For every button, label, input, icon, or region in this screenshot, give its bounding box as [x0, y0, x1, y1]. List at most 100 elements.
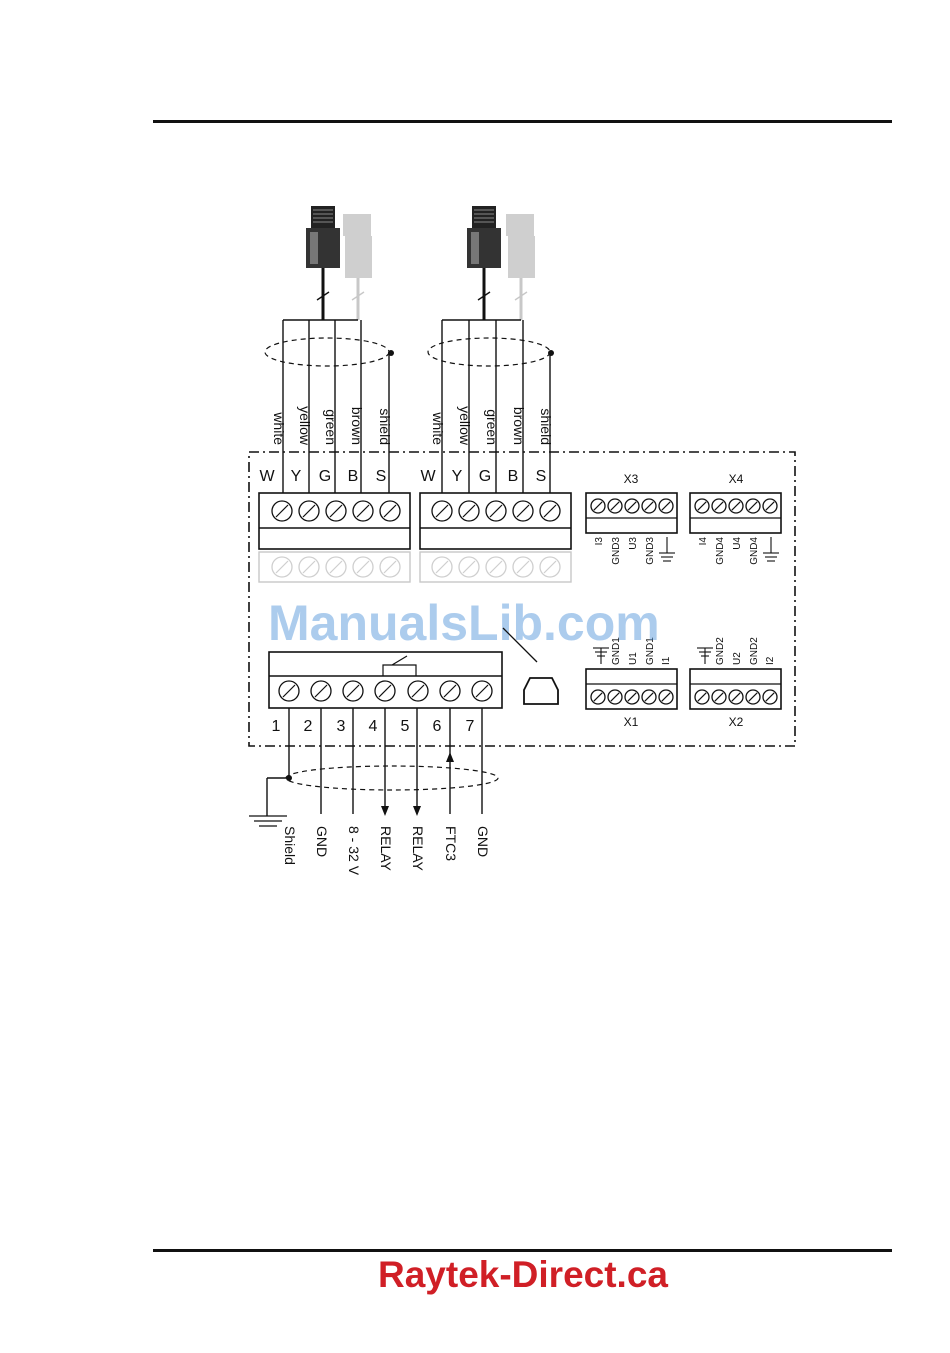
footer-brand: Raytek-Direct.ca — [0, 1254, 950, 1296]
terminal-letter: W — [259, 468, 275, 485]
jumper-icon — [524, 678, 558, 704]
x4-ground-icon — [763, 537, 779, 561]
watermark: ManualsLib.com — [268, 595, 660, 651]
screw-icon — [729, 499, 743, 513]
terminal-letter: B — [508, 468, 519, 485]
pin-number: 1 — [272, 718, 281, 735]
earth-ground-icon — [249, 816, 287, 826]
signal-label: RELAY — [410, 826, 426, 872]
screw-icon — [729, 690, 743, 704]
footer-text: Raytek-Direct.ca — [378, 1254, 668, 1295]
wire-label: shield — [538, 408, 554, 445]
terminal-letter: Y — [291, 468, 302, 485]
screw-icon — [608, 690, 622, 704]
screw-icon — [695, 690, 709, 704]
screw-icon — [343, 681, 363, 701]
screw-icon — [540, 501, 560, 521]
screw-icon — [712, 499, 726, 513]
terminal-letter: G — [479, 468, 491, 485]
screw-icon — [472, 681, 492, 701]
x3-title: X3 — [624, 472, 639, 486]
screw-icon — [763, 690, 777, 704]
screw-icon — [659, 499, 673, 513]
screw-icon — [513, 557, 533, 577]
screw-icon — [299, 557, 319, 577]
pin-number: 2 — [304, 718, 313, 735]
screw-icon — [625, 499, 639, 513]
screw-icon — [408, 681, 428, 701]
pin-label: U2 — [732, 652, 743, 665]
signal-label: FTC3 — [443, 826, 459, 861]
screw-icon — [459, 557, 479, 577]
screw-icon — [746, 499, 760, 513]
relay-out-arrow-icon — [381, 806, 389, 816]
wire-label: shield — [377, 408, 393, 445]
ftc3-in-arrow-icon — [446, 752, 454, 762]
terminal-letter: S — [536, 468, 547, 485]
pin-label: GND3 — [645, 537, 656, 565]
screw-icon — [659, 690, 673, 704]
screw-icon — [272, 501, 292, 521]
screw-icon — [608, 499, 622, 513]
screw-icon — [326, 501, 346, 521]
screw-icon — [380, 557, 400, 577]
pin-number: 7 — [466, 718, 475, 735]
screw-icon — [763, 499, 777, 513]
screw-icon — [746, 690, 760, 704]
screw-icon — [353, 501, 373, 521]
terminal-letter: S — [376, 468, 387, 485]
sensor1-connector — [306, 206, 372, 320]
main-pin-numbers: 1 2 3 4 5 6 7 — [272, 718, 475, 735]
screw-icon — [432, 501, 452, 521]
screw-icon — [486, 557, 506, 577]
wire-label: brown — [511, 407, 527, 445]
screw-icon — [540, 557, 560, 577]
screw-icon — [311, 681, 331, 701]
screw-icon — [625, 690, 639, 704]
screw-icon — [353, 557, 373, 577]
relay-out-arrow-icon — [413, 806, 421, 816]
screw-icon — [712, 690, 726, 704]
sensor2-terminal-letters: W Y G B S — [420, 468, 546, 485]
screw-icon — [272, 557, 292, 577]
sensor2-connector — [467, 206, 535, 320]
screw-icon — [375, 681, 395, 701]
pin-label: I3 — [594, 537, 605, 546]
signal-label: GND — [314, 826, 330, 857]
x4-pin-labels: I4 GND4 U4 GND4 — [698, 537, 760, 565]
wire-label: yellow — [457, 406, 473, 446]
signal-label: 8 - 32 V — [346, 826, 362, 876]
pin-label: I2 — [765, 656, 776, 665]
wire-label: yellow — [297, 406, 313, 446]
screw-icon — [432, 557, 452, 577]
screw-icon — [486, 501, 506, 521]
sensor1-shield-dot — [388, 350, 394, 356]
screw-icon — [326, 557, 346, 577]
x3-pin-labels: I3 GND3 U3 GND3 — [594, 537, 656, 565]
screw-icon — [695, 499, 709, 513]
x2-ground-icon — [697, 648, 713, 664]
pin-label: GND4 — [715, 537, 726, 565]
pin-label: I1 — [661, 656, 672, 665]
pin-label: U3 — [628, 537, 639, 550]
terminal-letter: Y — [452, 468, 463, 485]
terminal-letter: G — [319, 468, 331, 485]
wire-label: white — [430, 411, 446, 445]
screw-icon — [513, 501, 533, 521]
signal-label: Shield — [282, 826, 298, 865]
pin-label: GND2 — [749, 637, 760, 665]
pin-label: U4 — [732, 537, 743, 550]
output-shield-ellipse — [286, 766, 498, 790]
screw-icon — [440, 681, 460, 701]
pin-label: U1 — [628, 652, 639, 665]
pin-label: GND2 — [715, 637, 726, 665]
wire-label: green — [323, 409, 339, 445]
screw-icon — [591, 499, 605, 513]
screw-icon — [279, 681, 299, 701]
terminal-letter: W — [420, 468, 436, 485]
x2-pin-labels: GND2 U2 GND2 I2 — [715, 637, 776, 665]
x4-title: X4 — [729, 472, 744, 486]
screw-icon — [591, 690, 605, 704]
screw-icon — [642, 499, 656, 513]
